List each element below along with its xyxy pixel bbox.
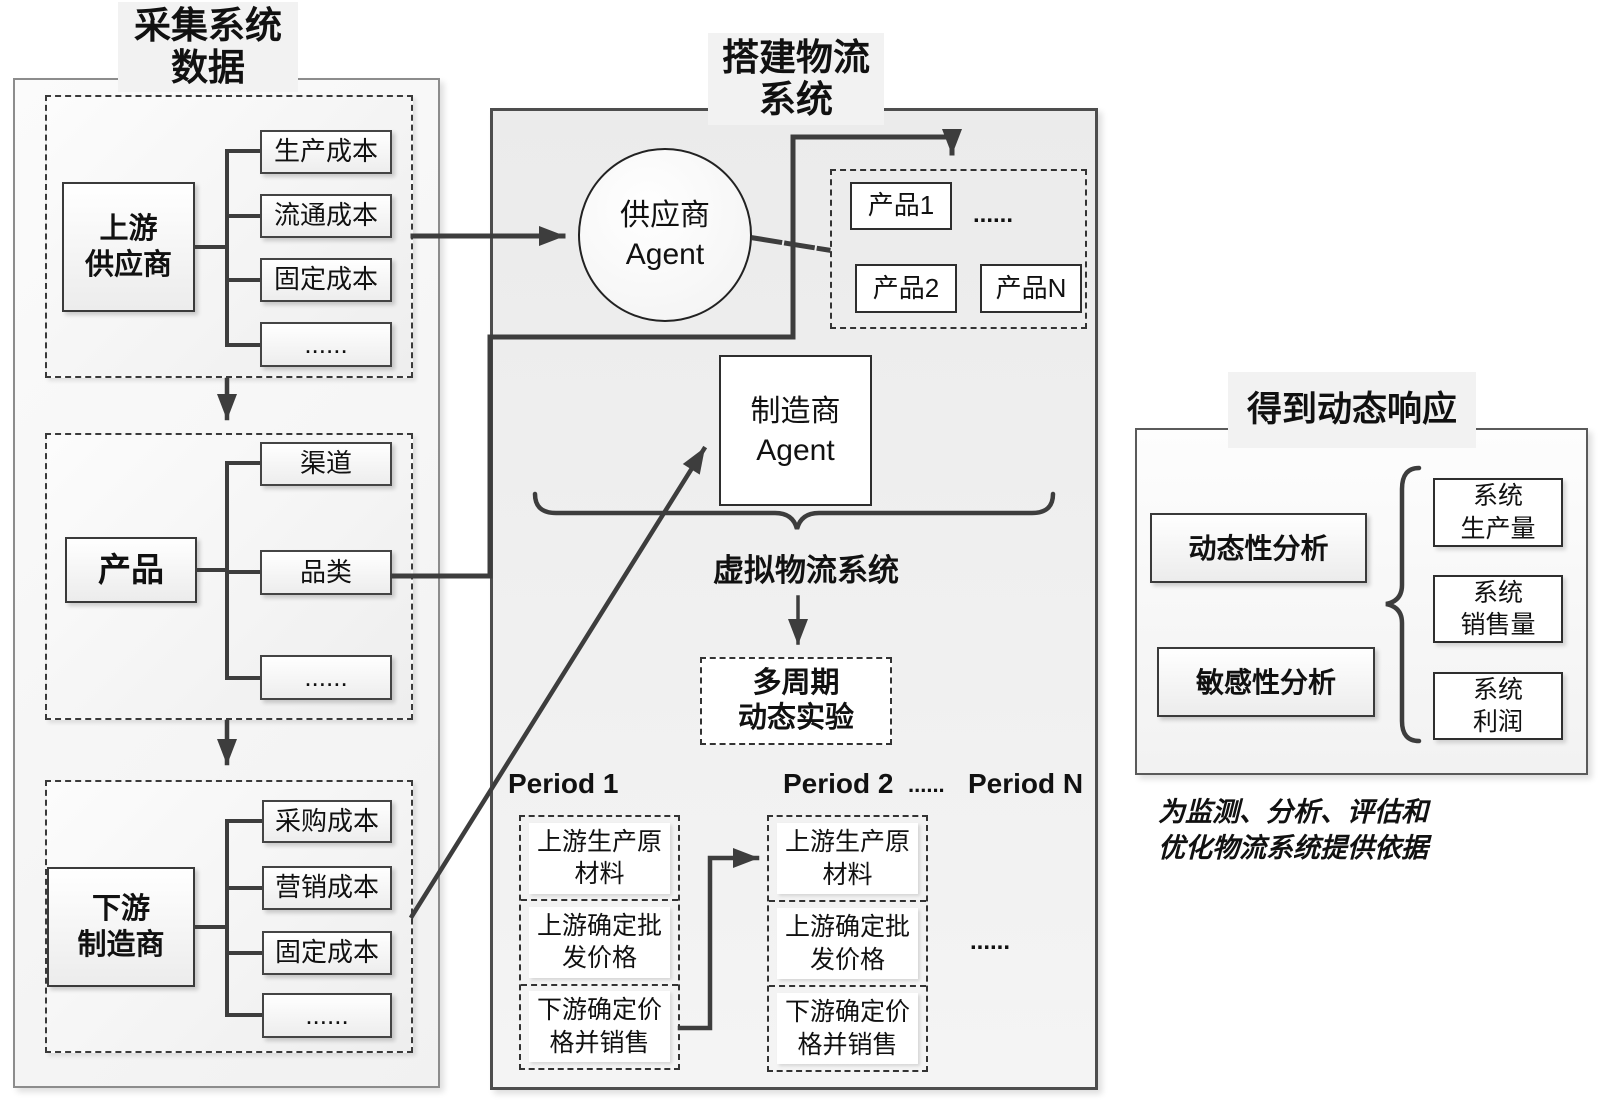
production-cost-box: 生产成本 [260, 130, 392, 174]
period-2-step-1: 上游生产原 材料 [769, 817, 926, 900]
upstream-supplier-box: 上游 供应商 [62, 182, 195, 312]
period-2-step-3: 下游确定价 格并销售 [769, 985, 926, 1070]
ellipsis-box-product: ...... [260, 655, 392, 700]
left-panel-title: 采集系统 数据 [118, 2, 298, 92]
period-1-step-1: 上游生产原 材料 [521, 817, 678, 899]
purpose-note: 为监测、分析、评估和 优化物流系统提供依据 [1158, 797, 1428, 863]
products-ellipsis: ...... [972, 201, 1013, 228]
period-2-column: 上游生产原 材料 上游确定批 发价格 下游确定价 格并销售 [767, 815, 928, 1072]
period-1-step-3: 下游确定价 格并销售 [521, 983, 678, 1068]
procurement-cost-box: 采购成本 [262, 800, 392, 843]
product-box: 产品 [65, 537, 197, 603]
period-n-ellipsis: ...... [970, 928, 1011, 955]
period-1-column: 上游生产原 材料 上游确定批 发价格 下游确定价 格并销售 [519, 815, 680, 1070]
period-2-step-2: 上游确定批 发价格 [769, 900, 926, 985]
ellipsis-box-upstream: ...... [260, 322, 392, 367]
supplier-agent-circle: 供应商 Agent [578, 148, 752, 322]
fixed-cost-box-downstream: 固定成本 [262, 931, 392, 975]
sensitivity-analysis-box: 敏感性分析 [1157, 647, 1375, 717]
right-panel-title: 得到动态响应 [1228, 372, 1476, 448]
system-production-box: 系统 生产量 [1433, 478, 1563, 547]
product-n-box: 产品N [980, 264, 1082, 313]
period-2-heading: Period 2 [783, 768, 894, 799]
period-1-heading: Period 1 [508, 768, 619, 799]
middle-panel-title: 搭建物流 系统 [708, 33, 884, 125]
system-sales-box: 系统 销售量 [1433, 575, 1563, 643]
product-2-box: 产品2 [855, 264, 957, 313]
category-box: 品类 [260, 550, 392, 595]
period-1-step-2: 上游确定批 发价格 [521, 899, 678, 983]
fixed-cost-box-upstream: 固定成本 [260, 258, 392, 302]
manufacturer-agent-box: 制造商 Agent [719, 355, 872, 506]
dynamics-analysis-box: 动态性分析 [1150, 513, 1367, 583]
virtual-logistics-system-label: 虚拟物流系统 [713, 552, 899, 588]
system-profit-box: 系统 利润 [1433, 672, 1563, 740]
period-2-ellipsis: ...... [908, 772, 945, 797]
ellipsis-box-downstream: ...... [262, 993, 392, 1038]
multi-period-experiment-box: 多周期 动态实验 [700, 657, 892, 745]
product-1-box: 产品1 [850, 182, 952, 230]
downstream-manufacturer-box: 下游 制造商 [47, 867, 195, 987]
channel-box: 渠道 [260, 442, 392, 486]
circulation-cost-box: 流通成本 [260, 194, 392, 238]
marketing-cost-box: 营销成本 [262, 866, 392, 910]
period-n-heading: Period N [968, 768, 1084, 799]
